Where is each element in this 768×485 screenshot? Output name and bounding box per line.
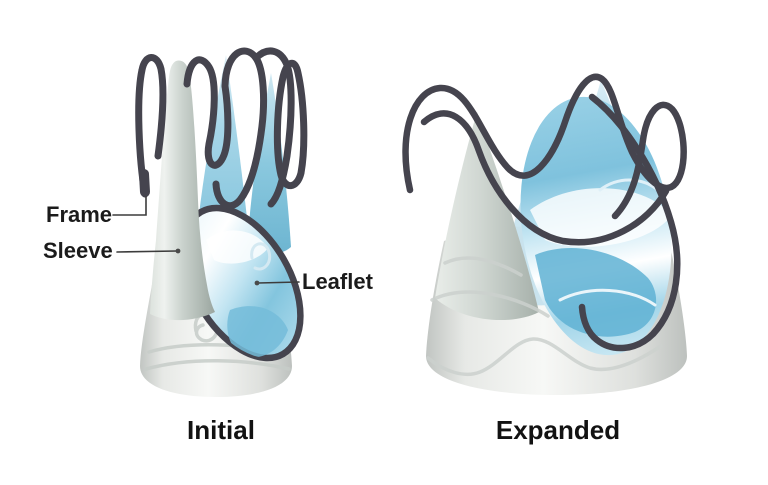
frame-wire-mid-loop: [183, 56, 232, 169]
sleeve-peak: [435, 112, 539, 321]
frame-wire-center-arch: [212, 47, 268, 209]
expanded-state-caption: Expanded: [495, 415, 621, 445]
leaflet-opening-shading: [206, 230, 288, 358]
sleeve-label: Sleeve: [43, 238, 113, 263]
frame-wire-main-strand: [402, 73, 687, 220]
frame-label: Frame: [46, 202, 113, 227]
leaflet-leader-line: [257, 281, 300, 284]
leaflet-cone-back-right: [247, 73, 291, 255]
frame-wire-left-hairpin: [135, 54, 167, 198]
sleeve-column: [150, 60, 215, 321]
frame-leader-line: [112, 196, 147, 216]
frame-wire-right-arch: [252, 47, 295, 208]
leaflet-leader-dot: [254, 280, 260, 286]
initial-state-caption: Initial: [187, 415, 255, 445]
frame-wire: [135, 47, 308, 209]
frame-wire-right-loop: [273, 59, 308, 190]
sleeve-leader-line: [116, 250, 178, 253]
leaflet-opening-shading: [530, 178, 672, 337]
leaflet-label: Leaflet: [302, 269, 373, 294]
leader-lines: [112, 196, 300, 284]
frame-wire-tip: [139, 169, 150, 197]
frame-wire: [402, 73, 687, 246]
sleeve-leader-dot: [175, 248, 181, 254]
initial-valve-illustration: [135, 47, 308, 397]
ghost-frame-lines: [426, 256, 663, 377]
frame-wire-cross-strand: [420, 110, 670, 246]
expanded-valve-illustration: [402, 73, 687, 395]
